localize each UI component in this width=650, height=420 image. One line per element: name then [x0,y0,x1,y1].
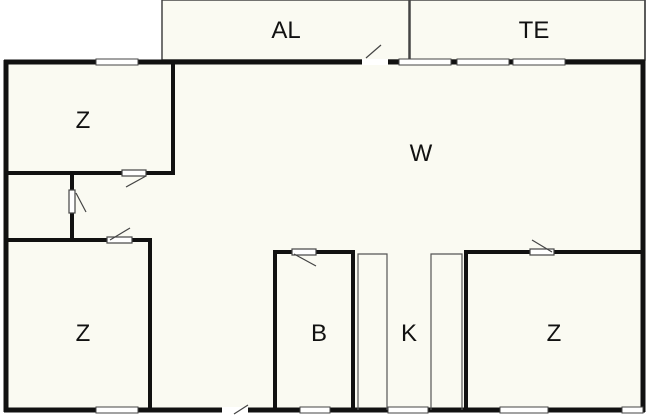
room-label-w: W [410,140,433,167]
room-label-b: B [311,320,327,347]
interior-walls [6,64,645,410]
balcony-al [161,0,410,61]
room-label-z-top-left: Z [76,107,91,134]
terrace-te [409,0,646,61]
floor-area [6,63,643,410]
doors [68,44,555,415]
room-label-z-bottom-right: Z [547,320,562,347]
room-label-te: TE [519,17,550,44]
room-label-k: K [401,320,417,347]
room-label-z-bottom-left: Z [76,320,91,347]
windows [95,58,644,414]
room-label-al: AL [271,17,300,44]
kitchen-counters [357,253,463,410]
